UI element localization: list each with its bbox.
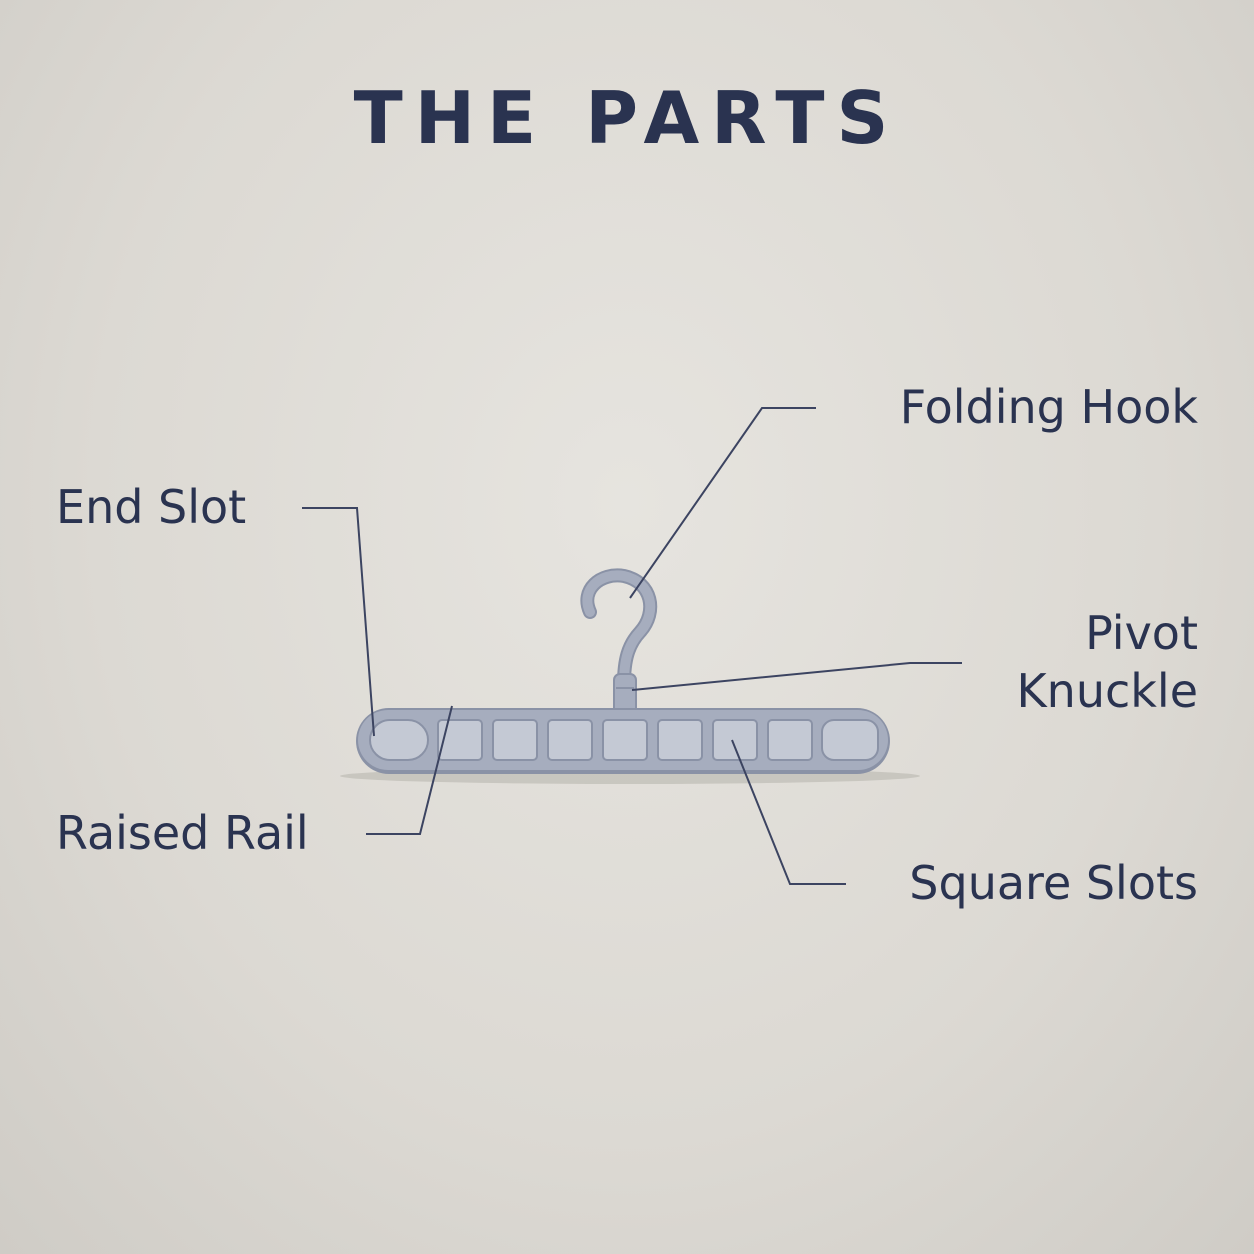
label-raised-rail: Raised Rail	[56, 804, 309, 862]
leader-square-slots	[731, 739, 846, 885]
leader-pivot-knuckle	[631, 662, 962, 691]
leader-raised-rail	[366, 705, 453, 835]
label-square-slots: Square Slots	[909, 854, 1198, 912]
label-end-slot-text: End Slot	[56, 480, 247, 534]
leader-end-slot	[302, 507, 375, 737]
end-slot-right	[821, 719, 879, 761]
leader-folding-hook	[629, 407, 816, 599]
label-raised-rail-text: Raised Rail	[56, 806, 309, 860]
label-pivot-knuckle-line1: Pivot	[1085, 606, 1198, 660]
label-folding-hook-text: Folding Hook	[899, 380, 1198, 434]
hanger-bar	[356, 708, 890, 774]
label-square-slots-text: Square Slots	[909, 856, 1198, 910]
end-slot-left	[369, 719, 429, 761]
label-pivot-knuckle: Pivot Knuckle	[1017, 604, 1198, 720]
page-title: THE PARTS	[353, 76, 901, 160]
hanger-hook	[580, 568, 658, 691]
square-slots	[437, 719, 813, 761]
label-end-slot: End Slot	[56, 478, 246, 536]
label-folding-hook: Folding Hook	[900, 378, 1198, 436]
label-pivot-knuckle-line2: Knuckle	[1016, 664, 1198, 718]
